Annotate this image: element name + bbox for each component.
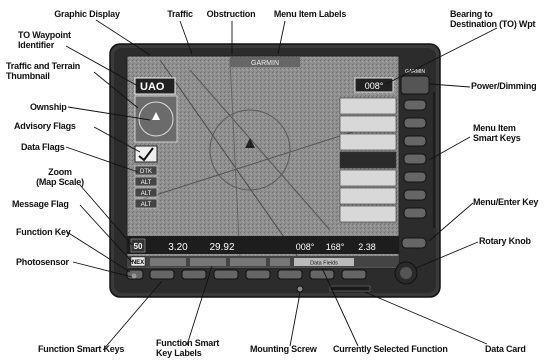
brand-label: GARMIN (251, 60, 279, 67)
label-function-smart-keys: Function Smart Keys (38, 344, 148, 354)
label-menu-enter-key: Menu/Enter Key (473, 197, 553, 207)
label-obstruction: Obstruction (196, 9, 266, 19)
label-graphic-display: Graphic Display (32, 9, 142, 19)
function-key-label-strip: NEX Data Fields (127, 256, 399, 267)
label-traffic-terrain-line1: Traffic and Terrain (6, 61, 106, 71)
function-smart-key[interactable] (310, 270, 334, 279)
function-smart-key[interactable] (214, 270, 238, 279)
menu-enter-key[interactable] (402, 238, 426, 248)
to-waypoint-id: UAO (140, 81, 165, 93)
function-smart-key[interactable] (150, 270, 174, 279)
readout-1: 3.20 (168, 242, 188, 253)
menu-item-smart-keys[interactable] (404, 100, 426, 218)
label-traffic-terrain-line2: Thumbnail (6, 71, 106, 81)
label-mounting-screw: Mounting Screw (250, 344, 330, 354)
function-smart-key[interactable] (182, 270, 206, 279)
label-power-dimming: Power/Dimming (471, 81, 553, 91)
power-brand-text: GARMIN (405, 69, 425, 75)
menu-smart-key[interactable] (404, 100, 426, 110)
bearing-value: 008° (365, 81, 384, 91)
label-zoom-line2: (Map Scale) (20, 177, 100, 187)
bottom-data-strip: 50 3.20 29.92 008° 168° 2.38 (127, 236, 399, 254)
readout-2: 29.92 (209, 242, 234, 253)
bearing-box: 008° (355, 78, 393, 92)
readout-4: 168° (326, 242, 345, 252)
label-zoom: Zoom (Map Scale) (20, 167, 100, 187)
label-zoom-line1: Zoom (20, 167, 100, 177)
data-flag: DTK (140, 169, 152, 175)
label-menu-smart-keys: Menu Item Smart Keys (473, 123, 553, 143)
menu-smart-key[interactable] (404, 190, 426, 200)
message-flag-text: NEX (132, 260, 144, 266)
label-traffic-terrain: Traffic and Terrain Thumbnail (6, 61, 106, 81)
readout-5: 2.38 (358, 242, 376, 252)
label-to-waypoint-line1: TO Waypoint (18, 30, 118, 40)
label-to-waypoint-line2: Identifier (18, 40, 118, 50)
label-function-key: Function Key (16, 227, 96, 237)
label-ownship: Ownship (30, 102, 90, 112)
label-bearing-line1: Bearing to (450, 9, 552, 19)
label-currently-selected-function: Currently Selected Function (333, 344, 463, 354)
label-fsk-labels-line2: Key Labels (156, 348, 236, 358)
label-menu-item-labels: Menu Item Labels (260, 9, 360, 19)
data-flag: ALT (141, 191, 152, 197)
label-data-card: Data Card (485, 344, 545, 354)
power-dimming-button[interactable]: GARMIN (401, 69, 429, 94)
label-bearing-line2: Destination (TO) Wpt (450, 19, 552, 29)
to-waypoint-box: UAO (135, 78, 175, 94)
label-menu-smart-line2: Smart Keys (473, 133, 553, 143)
advisory-flag (135, 146, 157, 162)
brand-bar: GARMIN (230, 57, 300, 67)
menu-item-labels (340, 98, 396, 222)
function-smart-key[interactable] (342, 270, 366, 279)
label-rotary-knob: Rotary Knob (479, 236, 551, 246)
function-smart-keys[interactable] (150, 270, 366, 279)
label-menu-smart-line1: Menu Item (473, 123, 553, 133)
readout-3: 008° (296, 242, 315, 252)
function-smart-key[interactable] (246, 270, 270, 279)
menu-smart-key[interactable] (404, 172, 426, 182)
selected-function-text: Data Fields (310, 261, 338, 267)
menu-smart-key[interactable] (404, 208, 426, 218)
rotary-knob[interactable] (395, 262, 417, 284)
data-card-slot[interactable] (330, 286, 370, 291)
data-flag: ALT (141, 180, 152, 186)
label-photosensor: Photosensor (16, 257, 96, 267)
label-bearing: Bearing to Destination (TO) Wpt (450, 9, 552, 29)
menu-smart-key[interactable] (404, 118, 426, 128)
data-flag: ALT (141, 202, 152, 208)
zoom-scale: 50 (134, 242, 143, 251)
label-data-flags: Data Flags (21, 142, 91, 152)
menu-smart-key[interactable] (404, 136, 426, 146)
label-to-waypoint: TO Waypoint Identifier (18, 30, 118, 50)
label-message-flag: Message Flag (12, 199, 102, 209)
label-advisory-flags: Advisory Flags (14, 121, 104, 131)
label-function-smart-key-labels: Function Smart Key Labels (156, 338, 236, 358)
mounting-screw (297, 286, 303, 292)
label-fsk-labels-line1: Function Smart (156, 338, 236, 348)
photosensor (132, 274, 137, 279)
function-smart-key[interactable] (278, 270, 302, 279)
menu-smart-key[interactable] (404, 154, 426, 164)
